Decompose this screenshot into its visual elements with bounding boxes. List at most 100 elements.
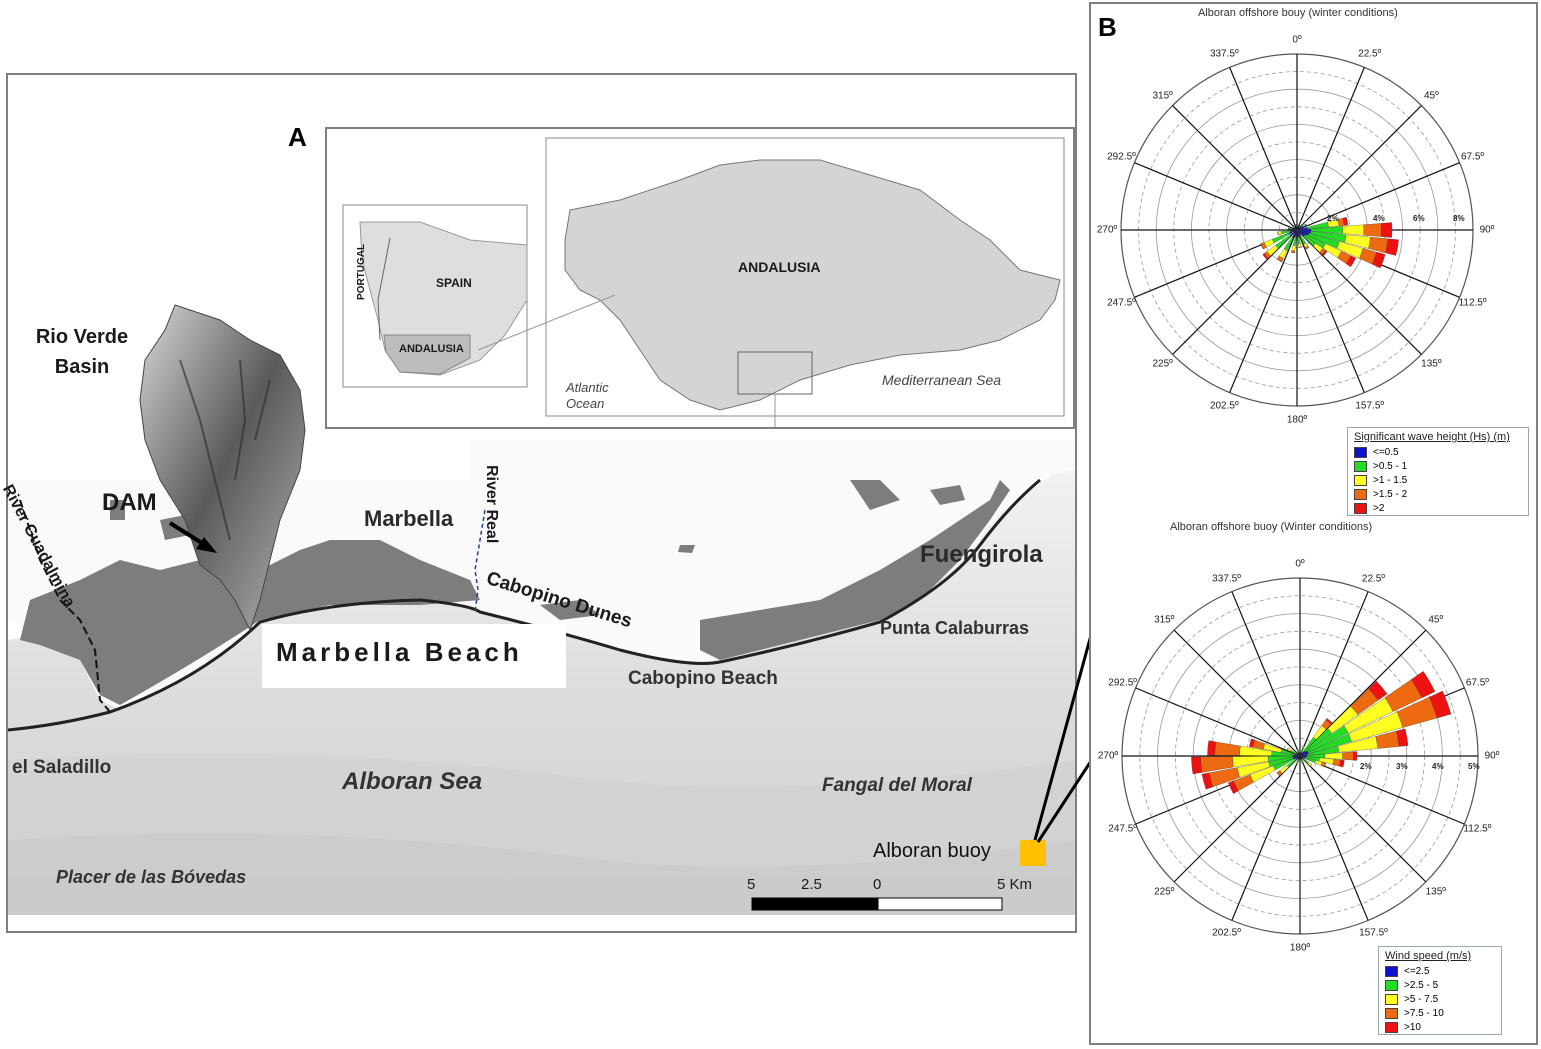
placer-label: Placer de las Bóvedas (56, 867, 247, 887)
mediterranean-label: Mediterranean Sea (882, 372, 1002, 388)
percent-label: 3% (1396, 762, 1408, 771)
rose-spoke (1299, 629, 1427, 757)
direction-label: 112.5º (1458, 297, 1487, 309)
percent-label: 4% (1432, 762, 1444, 771)
rose-spoke (1173, 755, 1301, 883)
alboran-sea-label: Alboran Sea (342, 768, 483, 795)
wind-legend-title: Wind speed (m/s) (1385, 950, 1472, 962)
direction-label: 337.5º (1212, 573, 1241, 585)
rose-spoke (1135, 687, 1301, 757)
inset-map (342, 137, 1065, 427)
rose-petal (1353, 751, 1358, 761)
rose-spoke (1172, 229, 1298, 355)
legend-label: >5 - 7.5 (1404, 993, 1439, 1005)
direction-label: 202.5º (1212, 927, 1241, 939)
rose-spoke (1134, 162, 1298, 231)
direction-label: 337.5º (1209, 48, 1239, 60)
legend-label: >10 (1404, 1021, 1421, 1033)
rose-petal (1214, 741, 1241, 756)
rose-spoke (1229, 229, 1298, 393)
direction-label: 22.5º (1358, 48, 1382, 60)
direction-label: 180º (1289, 942, 1311, 954)
direction-label: 270º (1096, 224, 1118, 236)
direction-label: 315º (1152, 90, 1173, 102)
panel-a-letter: A (288, 122, 307, 152)
rose-spoke (1299, 755, 1427, 883)
wave-legend: Significant wave height (Hs) (m) <=0.5>0… (1347, 427, 1529, 516)
rose-petal (1346, 255, 1356, 268)
rose-petal (1363, 223, 1382, 237)
rose-petal (1381, 222, 1393, 238)
legend-label: >2 (1373, 502, 1385, 514)
dam-label: DAM (102, 489, 157, 516)
atlantic-label: Atlantic Ocean (566, 380, 609, 411)
wind-legend: Wind speed (m/s) <=2.5>2.5 - 5>5 - 7.5>7… (1378, 946, 1502, 1035)
rose-spoke (1231, 755, 1301, 921)
legend-swatch (1385, 965, 1398, 977)
legend-swatch (1354, 446, 1367, 458)
rose-petal (1293, 225, 1295, 227)
percent-label: 4% (1373, 214, 1385, 223)
legend-label: >1.5 - 2 (1373, 488, 1408, 500)
percent-label: 2% (1360, 762, 1372, 771)
rose-spoke (1299, 591, 1369, 757)
legend-swatch (1385, 1021, 1398, 1033)
percent-label: 6% (1413, 214, 1425, 223)
rose-petal (1191, 756, 1202, 775)
panel-b-letter: B (1098, 12, 1117, 42)
river-real-label: River Real (483, 465, 500, 544)
legend-row: <=2.5 (1385, 964, 1495, 978)
direction-label: 202.5º (1209, 400, 1239, 412)
rose-petal (1291, 252, 1295, 253)
rose-spoke (1172, 105, 1298, 231)
rose-petal (1277, 231, 1279, 235)
legend-label: <=2.5 (1404, 965, 1430, 977)
andalusia-big-label: ANDALUSIA (738, 259, 821, 275)
wind-rose-title: Alboran offshore buoy (Winter conditions… (1170, 521, 1373, 533)
direction-label: 135º (1421, 358, 1442, 370)
legend-swatch (1385, 993, 1398, 1005)
rio-verde-basin (139, 304, 306, 632)
percent-label: 8% (1453, 214, 1465, 223)
rose-petal (1260, 243, 1264, 250)
rose-petal (1201, 772, 1213, 790)
dam-arrow (168, 521, 207, 547)
legend-row: >1.5 - 2 (1354, 487, 1522, 501)
portugal-label: PORTUGAL (356, 243, 367, 300)
legend-label: <=0.5 (1373, 446, 1399, 458)
rose-petal (1342, 217, 1348, 226)
andalusia-big-shape (564, 159, 1061, 411)
el-saladillo-label: el Saladillo (12, 757, 112, 778)
legend-row: >10 (1385, 1020, 1495, 1034)
scale-tick-3: 5 Km (997, 876, 1033, 893)
marbella-beach-box (262, 624, 566, 688)
fuengirola-label: Fuengirola (920, 541, 1043, 568)
direction-label: 67.5º (1465, 677, 1489, 689)
legend-swatch (1385, 1007, 1398, 1019)
rose-petal (1321, 250, 1328, 257)
percent-label: 5% (1468, 762, 1480, 771)
rose-petal (1325, 718, 1333, 725)
rose-petal (1305, 223, 1307, 226)
river-guadalmina-line (19, 499, 111, 713)
cabopino-beach-label: Cabopino Beach (628, 668, 778, 689)
rose-spoke (1296, 162, 1460, 231)
direction-label: 0º (1295, 558, 1305, 570)
legend-row: >2.5 - 5 (1385, 978, 1495, 992)
direction-label: 315º (1154, 614, 1175, 626)
rose-spoke (1231, 591, 1301, 757)
spain-label: SPAIN (436, 276, 472, 290)
direction-label: 0º (1292, 34, 1302, 46)
scale-tick-0: 5 (747, 876, 756, 893)
rose-petal (1276, 258, 1282, 262)
wave-rose (1120, 53, 1474, 407)
rose-petal (1324, 752, 1343, 760)
alboran-buoy-marker (1020, 840, 1046, 866)
rose-petal (1298, 243, 1302, 248)
direction-label: 45º (1423, 90, 1439, 102)
direction-label: 112.5º (1463, 823, 1492, 835)
direction-label: 135º (1425, 886, 1446, 898)
rose-spoke (1173, 629, 1301, 757)
direction-label: 225º (1154, 886, 1175, 898)
rose-petal (1307, 761, 1312, 767)
